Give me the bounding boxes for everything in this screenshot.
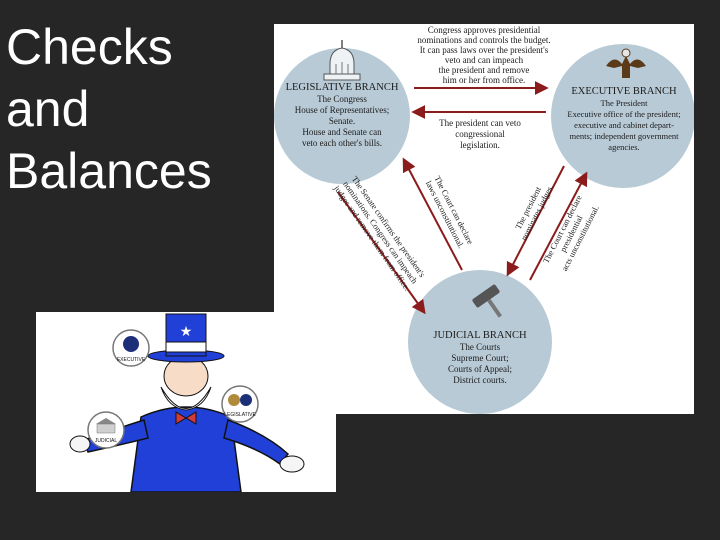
legislative-seal: LEGISLATIVE	[221, 385, 259, 423]
star-icon: ★	[180, 323, 193, 339]
judicial-title: JUDICIAL BRANCH	[433, 330, 527, 341]
left-hand	[69, 435, 91, 453]
gavel-icon	[472, 284, 502, 318]
arrow-court-to-congress	[402, 157, 463, 271]
senate-seal-icon	[240, 394, 252, 406]
capitol-dome-icon	[323, 40, 361, 81]
judicial-line: District courts.	[453, 375, 507, 385]
title-line-2: and	[6, 81, 90, 137]
judicial-line: Supreme Court;	[451, 353, 508, 363]
judicial-seal: JUDICIAL	[87, 411, 125, 449]
check-line: nominations and controls the budget.	[417, 35, 550, 45]
uncle-sam-cartoon: ★ EXECUTIVE LEGISLATIVE JUDICIAL	[36, 312, 336, 493]
executive-label: EXECUTIVE	[117, 357, 146, 363]
check-senate-on-court: The Senate confirms the president's nomi…	[331, 174, 427, 292]
judicial-line: Courts of Appeal;	[448, 364, 512, 374]
executive-circle	[551, 44, 694, 188]
legislative-title: LEGISLATIVE BRANCH	[286, 82, 399, 93]
executive-line: agencies.	[608, 142, 639, 152]
legislative-details: The Congress House of Representatives; S…	[295, 94, 389, 148]
right-hand	[279, 455, 305, 473]
legislative-line: House and Senate can	[302, 127, 382, 137]
house-seal-icon	[228, 394, 240, 406]
executive-line: Executive office of the president;	[567, 109, 680, 119]
executive-line: executive and cabinet depart-	[574, 120, 674, 130]
check-congress-on-president: Congress approves presidential nominatio…	[417, 25, 550, 85]
suit	[130, 406, 242, 493]
legislative-circle	[274, 48, 410, 184]
legislative-label: LEGISLATIVE	[224, 412, 256, 418]
courthouse-icon	[96, 418, 116, 434]
legislative-line: The Congress	[317, 94, 367, 104]
hat-band	[165, 341, 207, 353]
slide-title: Checks and Balances	[6, 16, 266, 202]
executive-line: ments; independent government	[569, 131, 679, 141]
check-line: legislation.	[460, 140, 500, 150]
cartoon-svg: ★ EXECUTIVE LEGISLATIVE JUDICIAL	[69, 313, 305, 493]
executive-details: The President Executive office of the pr…	[567, 98, 680, 152]
check-line: Congress approves presidential	[428, 25, 541, 35]
title-line-3: Balances	[6, 143, 212, 199]
legislative-line: House of Representatives;	[295, 105, 389, 115]
bow-tie	[175, 411, 197, 425]
check-line: veto and can impeach	[445, 55, 524, 65]
beard	[160, 386, 212, 411]
executive-line: The President	[601, 98, 649, 108]
check-president-on-court: The president nominates judges.	[513, 183, 555, 242]
check-president-on-congress: The president can veto congressional leg…	[439, 118, 521, 150]
check-line: the president and remove	[439, 65, 530, 75]
arrow-president-to-court	[506, 165, 565, 277]
diagram-svg: LEGISLATIVE BRANCH The Congress House of…	[274, 25, 694, 414]
arrow-senate-to-court	[337, 191, 426, 315]
check-line: The president can veto	[439, 118, 521, 128]
presidential-seal-icon	[123, 336, 139, 352]
check-line: It can pass laws over the president's	[420, 45, 549, 55]
check-court-on-president: The Court can declare presidential acts …	[541, 193, 601, 273]
check-line: congressional	[455, 129, 505, 139]
legislative-line: Senate.	[329, 116, 355, 126]
arrow-court-to-president	[529, 171, 588, 281]
executive-seal: EXECUTIVE	[112, 329, 150, 367]
title-line-1: Checks	[6, 19, 173, 75]
check-line: nominations. Congress can impeach	[341, 179, 420, 286]
eagle-icon	[606, 48, 646, 78]
judicial-line: The Courts	[460, 342, 501, 352]
legislative-line: veto each other's bills.	[302, 138, 382, 148]
check-line: him or her from office.	[443, 75, 526, 85]
checks-balances-diagram: LEGISLATIVE BRANCH The Congress House of…	[274, 24, 694, 414]
executive-title: EXECUTIVE BRANCH	[571, 86, 677, 97]
judicial-details: The Courts Supreme Court; Courts of Appe…	[448, 342, 512, 385]
judicial-label: JUDICIAL	[95, 438, 117, 444]
judicial-circle	[408, 270, 552, 414]
